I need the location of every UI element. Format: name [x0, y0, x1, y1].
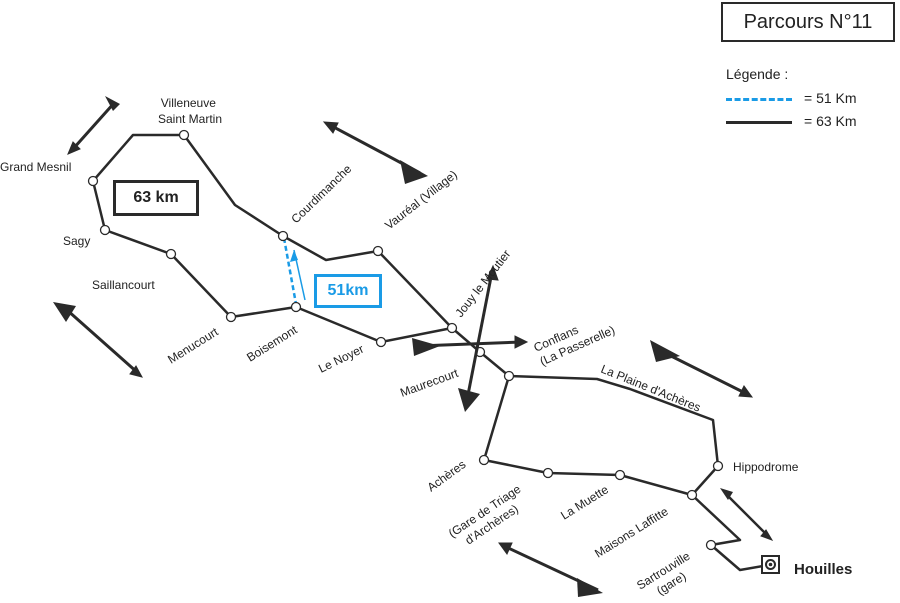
node-maisons-laffitte: [686, 489, 698, 501]
legend-label-63km: = 63 Km: [804, 113, 857, 129]
node-gare-triage: [542, 467, 554, 479]
label-plaine-acheres: La Plaine d'Achères: [599, 362, 703, 415]
label-maurecourt: Maurecourt: [398, 366, 460, 400]
label-acheres: Achères: [425, 457, 469, 494]
wind-arrow-8: [498, 542, 603, 597]
node-courdimanche: [277, 230, 289, 242]
label-maisons-laffitte: Maisons Laffitte: [592, 504, 671, 560]
wind-arrow-2: [322, 121, 428, 184]
map-title: Parcours N°11: [721, 2, 895, 42]
node-hippodrome: [712, 460, 724, 472]
legend-label-51km: = 51 Km: [804, 90, 857, 106]
distance-box-63km: 63 km: [113, 180, 199, 216]
wind-arrow-7: [720, 488, 774, 541]
label-courdimanche: Courdimanche: [288, 162, 354, 227]
label-hippodrome: Hippodrome: [733, 460, 799, 474]
label-le-noyer: Le Noyer: [316, 342, 366, 376]
wind-arrow-6: [650, 340, 754, 398]
label-sagy: Sagy: [63, 234, 90, 248]
label-jouy: Jouy le Moutier: [452, 247, 513, 320]
node-vaureal: [372, 245, 384, 257]
label-la-muette: La Muette: [558, 482, 611, 522]
label-gare-triage: (Gare de Triage d'Archères): [446, 480, 535, 553]
legend-swatch-dashed: [726, 98, 792, 101]
node-sagy: [99, 224, 111, 236]
route-51km-shortcut: [282, 237, 298, 305]
legend-swatch-solid: [726, 121, 792, 124]
label-grand-mesnil: Grand Mesnil: [0, 160, 71, 174]
wind-arrow-3: [53, 302, 143, 378]
route-63km-line: [91, 133, 720, 467]
node-boisemont: [290, 301, 302, 313]
node-saillancourt: [165, 248, 177, 260]
label-houilles: Houilles: [794, 561, 853, 578]
label-menucourt: Menucourt: [165, 324, 221, 366]
wind-arrow-4: [412, 335, 529, 356]
node-acheres: [478, 454, 490, 466]
node-conflans: [503, 370, 515, 382]
label-saillancourt: Saillancourt: [92, 278, 155, 292]
label-conflans: Conflans (La Passerelle): [532, 309, 618, 368]
node-sartrouville: [705, 539, 717, 551]
node-jouy: [446, 322, 458, 334]
node-le-noyer: [375, 336, 387, 348]
label-boisemont: Boisemont: [244, 322, 300, 364]
distance-box-51km: 51km: [314, 274, 382, 308]
node-la-muette: [614, 469, 626, 481]
node-villeneuve: [178, 129, 190, 141]
label-villeneuve: Villeneuve Saint Martin: [158, 96, 222, 126]
wind-arrow-5: [458, 264, 499, 412]
node-grand-mesnil: [87, 175, 99, 187]
wind-arrow-1: [67, 96, 120, 155]
route-63km-line-south: [482, 375, 719, 497]
node-menucourt: [225, 311, 237, 323]
wind-arrows: [53, 96, 774, 597]
label-sartrouville: Sartrouville (gare): [634, 547, 703, 603]
route-63km-line-houilles: [691, 494, 770, 572]
route-51km-arrowhead: [290, 250, 298, 262]
legend-title: Légende :: [726, 66, 789, 82]
